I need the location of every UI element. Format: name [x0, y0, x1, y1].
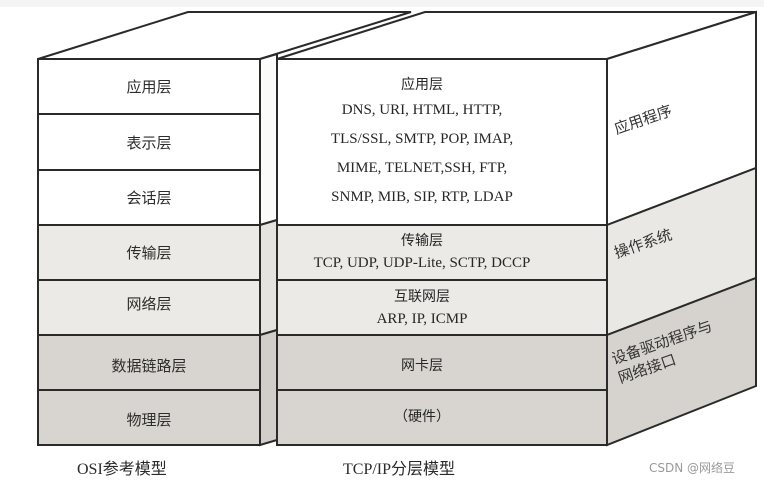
tcp-layer-internet: 互联网层 ARP, IP, ICMP: [277, 286, 567, 330]
osi-layer-application: 应用层: [126, 78, 172, 96]
osi-front-net: [37, 279, 261, 336]
tcp-app-protocols-2: TLS/SSL, SMTP, POP, IMAP,: [330, 131, 514, 147]
osi-layer-physical: 物理层: [126, 411, 172, 429]
tcp-app-protocols-4: SNMP, MIB, SIP, RTP, LDAP: [331, 189, 513, 205]
osi-layer-datalink: 数据链路层: [111, 357, 187, 375]
osi-layer-transport: 传输层: [126, 244, 172, 262]
tcp-layer-hardware: （硬件）: [277, 406, 567, 428]
tcp-app-protocols-3: MIME, TELNET,SSH, FTP,: [336, 160, 508, 176]
osi-front-dl: [37, 334, 261, 391]
tcpip-caption: TCP/IP分层模型: [343, 461, 456, 478]
osi-front-trans: [37, 224, 261, 281]
tcp-net-title: 互联网层: [394, 289, 450, 305]
tcp-layer-application: 应用层 DNS, URI, HTML, HTTP, TLS/SSL, SMTP,…: [277, 74, 567, 212]
osi-front-sess: [37, 169, 261, 226]
osi-front-phy: [37, 389, 261, 446]
tcp-layer-nic: 网卡层: [277, 355, 567, 377]
osi-layer-presentation: 表示层: [126, 134, 172, 152]
tcp-hw-title: （硬件）: [394, 409, 450, 425]
tcp-trans-protocols: TCP, UDP, UDP-Lite, SCTP, DCCP: [313, 255, 531, 271]
watermark: CSDN @网络豆: [649, 461, 736, 475]
osi-front-pres: [37, 113, 261, 171]
tcp-front-hw: [276, 389, 608, 446]
osi-side-upper: [259, 52, 278, 227]
tcp-front-nic: [276, 334, 608, 391]
tcp-trans-title: 传输层: [401, 233, 443, 249]
tcp-nic-title: 网卡层: [401, 358, 443, 374]
osi-front-app: [37, 58, 261, 115]
osi-caption: OSI参考模型: [77, 461, 167, 478]
tcp-front-net: [276, 279, 608, 336]
tcp-app-title: 应用层: [401, 77, 443, 93]
osi-side-lower: [259, 328, 278, 447]
tcp-net-protocols: ARP, IP, ICMP: [376, 311, 468, 327]
tcp-app-protocols-1: DNS, URI, HTML, HTTP,: [341, 102, 503, 118]
osi-side-middle: [259, 218, 278, 337]
osi-layer-session: 会话层: [126, 189, 172, 207]
tcp-layer-transport: 传输层 TCP, UDP, UDP-Lite, SCTP, DCCP: [277, 230, 567, 274]
tcp-front-app: [276, 58, 608, 226]
top-strip: [0, 0, 764, 7]
osi-layer-network: 网络层: [126, 295, 172, 313]
tcp-front-trans: [276, 224, 608, 281]
